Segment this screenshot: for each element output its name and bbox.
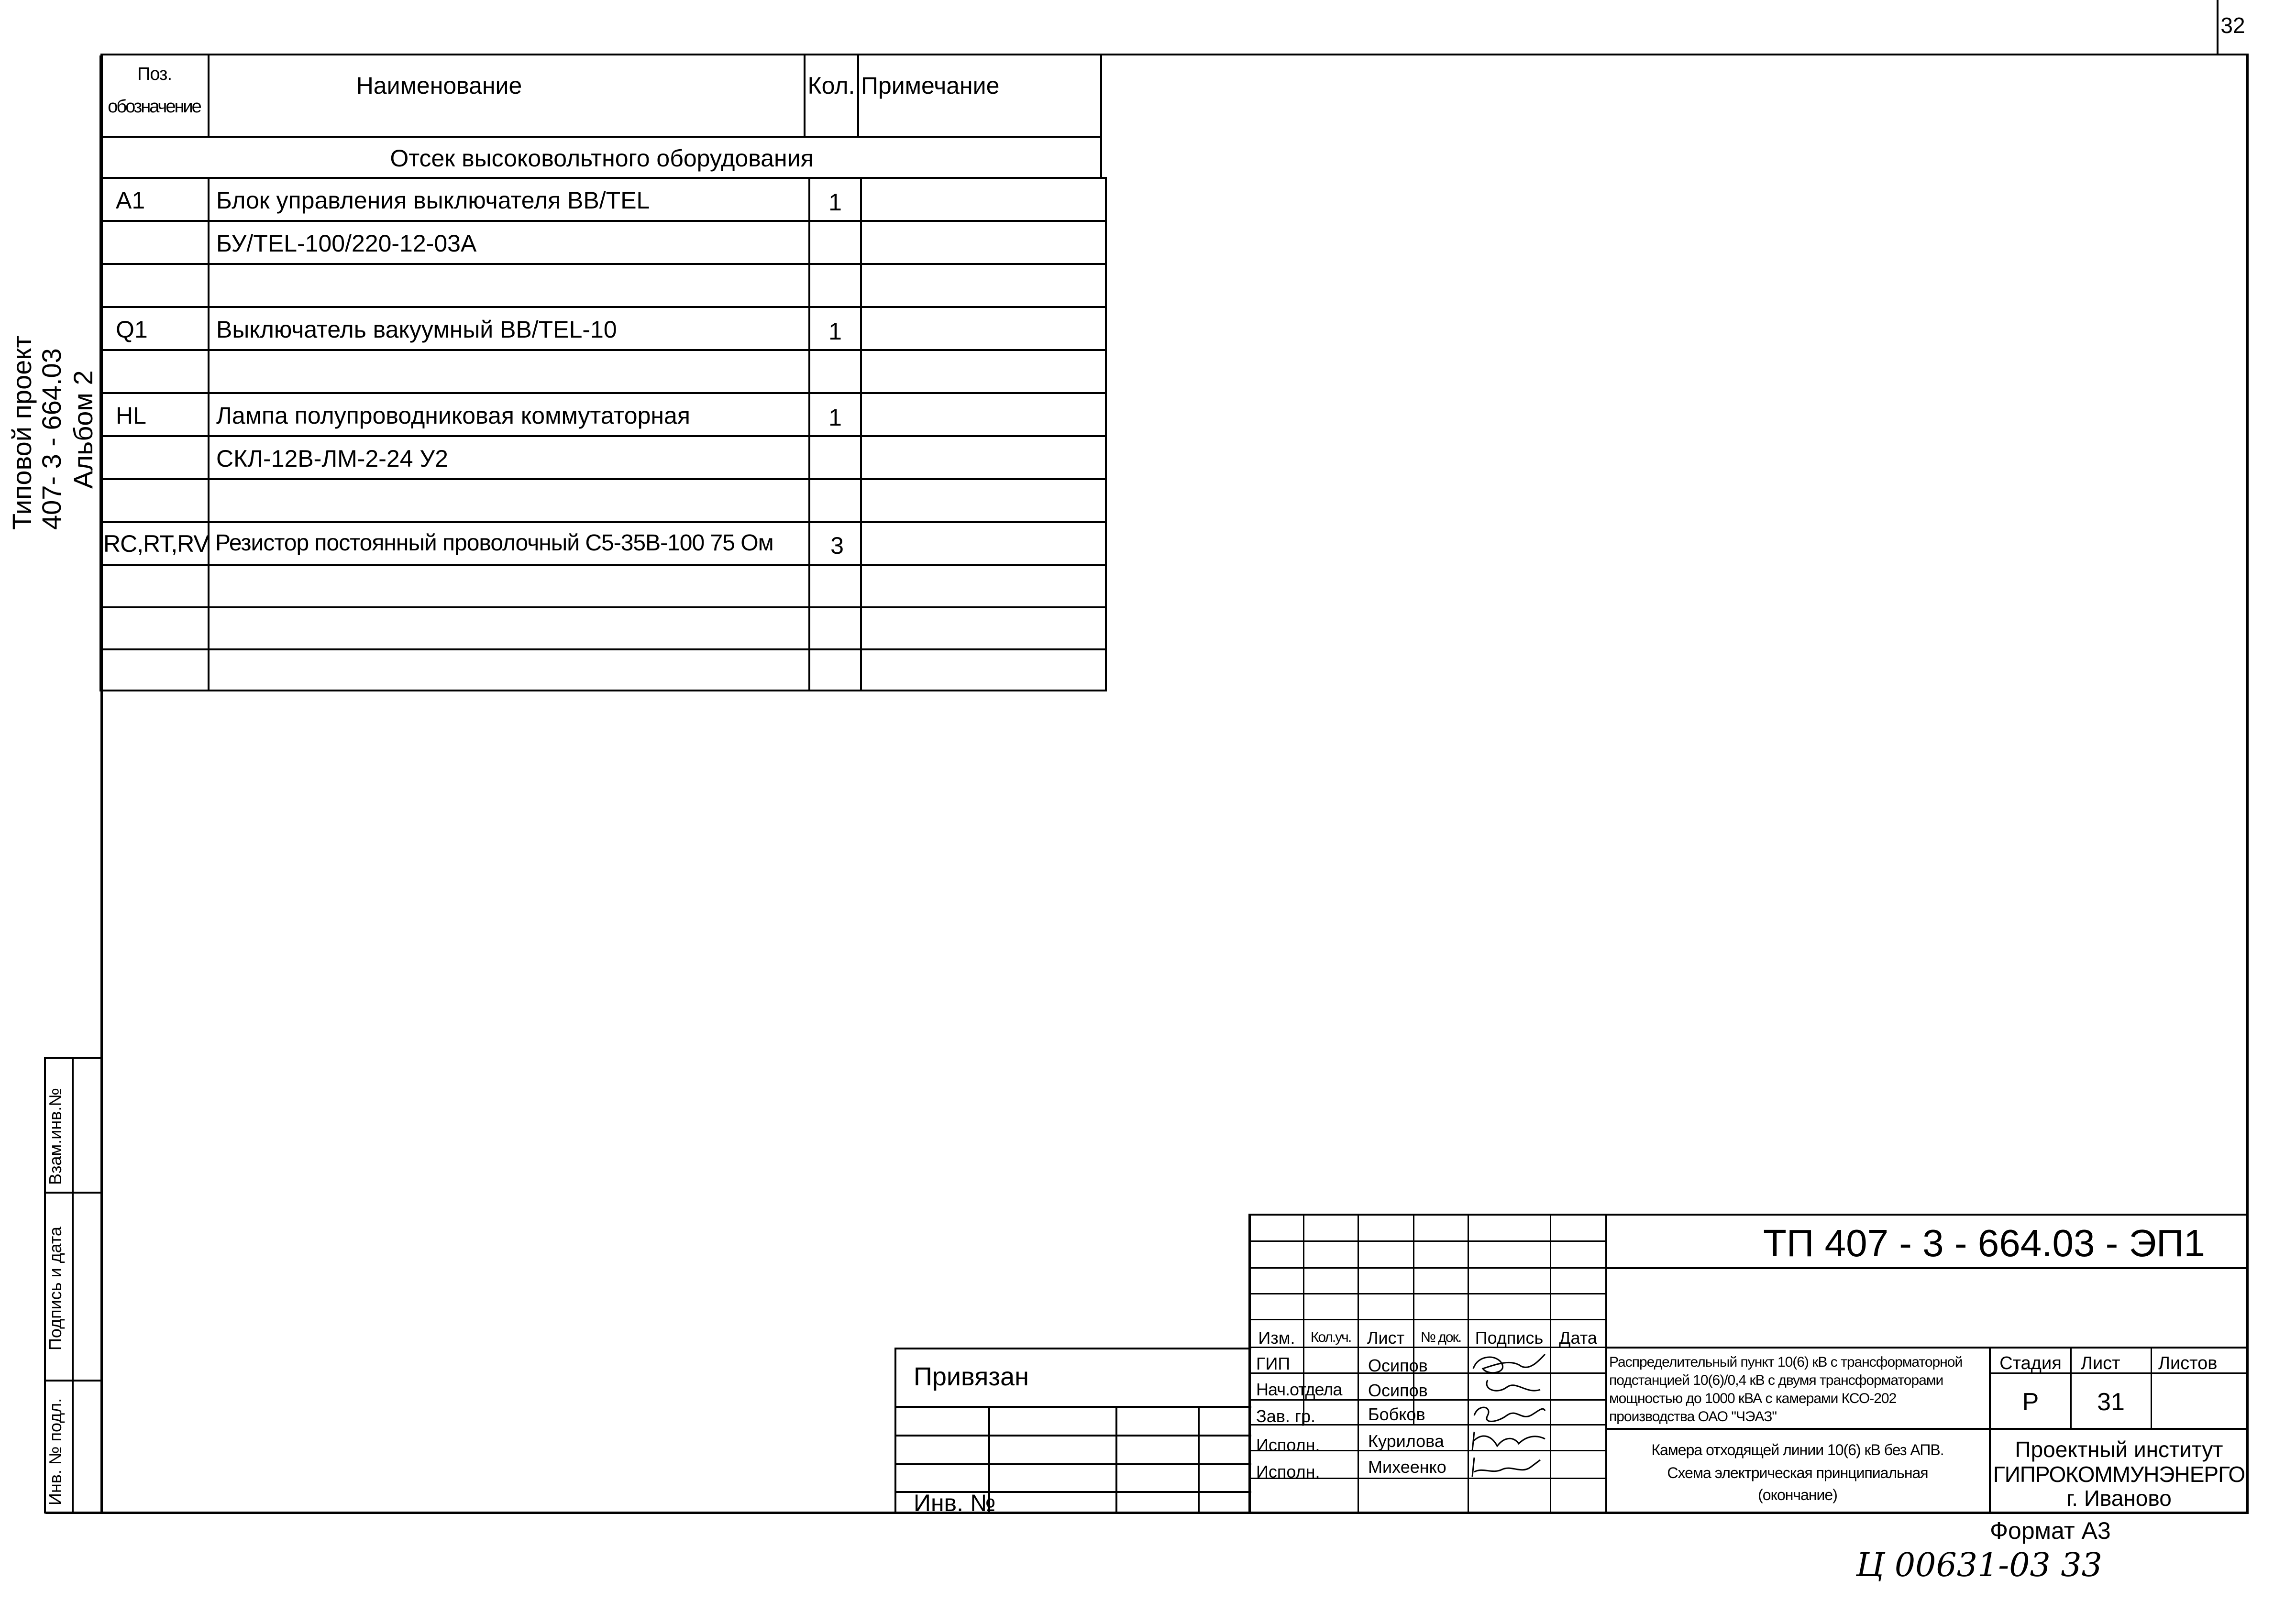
tb-name: Бобков bbox=[1368, 1404, 1425, 1424]
org-line3: г. Иваново bbox=[2066, 1486, 2172, 1511]
project-title-line1: Распределительный пункт 10(6) кВ с транс… bbox=[1609, 1354, 1963, 1370]
org-line2: ГИПРОКОММУНЭНЕРГО bbox=[1993, 1462, 2245, 1487]
sheet-title-line3: (окончание) bbox=[1758, 1486, 1838, 1503]
row-qty: 1 bbox=[828, 318, 842, 345]
row-qty: 3 bbox=[830, 532, 844, 559]
row-pos: Q1 bbox=[116, 316, 148, 343]
row-pos: RC,RT,RV bbox=[103, 530, 210, 557]
frame-left bbox=[100, 54, 103, 1513]
header-note: Примечание bbox=[861, 72, 1000, 99]
privyazan-label: Привязан bbox=[914, 1362, 1029, 1391]
project-title-line2: подстанцией 10(6)/0,4 кВ с двумя трансфо… bbox=[1609, 1372, 1943, 1388]
inv-number-label: Инв. № bbox=[914, 1490, 996, 1516]
row-qty: 1 bbox=[828, 404, 842, 431]
row-name: БУ/TEL-100/220-12-03А bbox=[216, 230, 477, 257]
side-caption-line3: Альбом 2 bbox=[68, 370, 98, 489]
tb-col-list: Лист bbox=[1367, 1328, 1405, 1348]
sheet-value: 31 bbox=[2097, 1388, 2125, 1416]
row-qty: 1 bbox=[828, 189, 842, 216]
frame-top bbox=[100, 54, 2248, 55]
signature-bobkov bbox=[1473, 1406, 1546, 1422]
header-name: Наименование bbox=[356, 72, 522, 99]
tb-role: ГИП bbox=[1256, 1354, 1291, 1373]
page-number: 32 bbox=[2220, 13, 2245, 38]
tb-role: Зав. гр. bbox=[1256, 1406, 1316, 1426]
sheet-label: Лист bbox=[2081, 1353, 2120, 1373]
section-title: Отсек высоковольтного оборудования bbox=[390, 145, 814, 172]
project-title-line3: мощностью до 1000 кВА с камерами КСО-202 bbox=[1609, 1391, 1897, 1406]
tb-name: Михеенко bbox=[1368, 1457, 1446, 1477]
row-name: Лампа полупроводниковая коммутаторная bbox=[216, 402, 690, 429]
row-pos: HL bbox=[116, 402, 146, 429]
side-stamp-inv: Инв. № подл. bbox=[45, 1398, 65, 1505]
tb-col-ndok: № док. bbox=[1420, 1329, 1462, 1345]
tb-name: Осипов bbox=[1368, 1381, 1428, 1400]
project-title-line4: производства ОАО "ЧЭАЗ" bbox=[1609, 1409, 1777, 1425]
frame-right bbox=[2246, 54, 2249, 1513]
tb-col-podpis: Подпись bbox=[1475, 1328, 1544, 1348]
signature-miheenko bbox=[1471, 1457, 1541, 1477]
row-pos: A1 bbox=[116, 187, 145, 214]
stage-value: Р bbox=[2022, 1388, 2039, 1416]
doc-code: ТП 407 - 3 - 664.03 - ЭП1 bbox=[1763, 1222, 2206, 1264]
signature-osipov-1 bbox=[1472, 1353, 1546, 1374]
org-line1: Проектный институт bbox=[2015, 1437, 2223, 1462]
tb-col-izm: Изм. bbox=[1258, 1328, 1295, 1348]
row-name: Выключатель вакуумный BB/TEL-10 bbox=[216, 316, 617, 343]
row-name: Блок управления выключателя BB/TEL bbox=[216, 187, 650, 214]
sheet-title-line1: Камера отходящей линии 10(6) кВ без АПВ. bbox=[1651, 1441, 1944, 1458]
tb-name: Курилова bbox=[1368, 1431, 1444, 1451]
frame-bottom bbox=[45, 1512, 2249, 1514]
header-pos-line2: обозначение bbox=[108, 97, 202, 117]
side-caption-line1: Типовой проект bbox=[7, 335, 37, 530]
sheet-title-line2: Схема электрическая принципиальная bbox=[1667, 1464, 1928, 1481]
side-caption-line2: 407- 3 - 664.03 bbox=[36, 348, 66, 530]
signature-kurilova bbox=[1471, 1431, 1545, 1451]
tb-col-data: Дата bbox=[1559, 1328, 1597, 1348]
format-label: Формат А3 bbox=[1990, 1517, 2111, 1544]
stage-label: Стадия bbox=[1999, 1353, 2062, 1373]
signature-osipov-2 bbox=[1486, 1380, 1541, 1392]
header-qty: Кол. bbox=[807, 72, 855, 99]
tb-role: Исполн. bbox=[1256, 1435, 1320, 1455]
header-pos-line1: Поз. bbox=[137, 64, 172, 84]
row-name: Резистор постоянный проволочный С5-35В-1… bbox=[215, 530, 774, 556]
tb-role: Нач.отдела bbox=[1256, 1380, 1342, 1399]
side-stamp-podpis: Подпись и дата bbox=[45, 1227, 65, 1350]
handwritten-code: Ц 00631-03 33 bbox=[1856, 1546, 2102, 1584]
tb-name: Осипов bbox=[1368, 1356, 1428, 1375]
side-stamp-vzam: Взам.инв.№ bbox=[45, 1087, 65, 1185]
tb-col-koluch: Кол.уч. bbox=[1310, 1329, 1352, 1345]
sheets-label: Листов bbox=[2158, 1353, 2218, 1373]
tb-role: Исполн. bbox=[1256, 1462, 1320, 1481]
row-name: СКЛ-12В-ЛМ-2-24 У2 bbox=[216, 445, 448, 472]
frame-corner-v bbox=[2217, 0, 2219, 55]
